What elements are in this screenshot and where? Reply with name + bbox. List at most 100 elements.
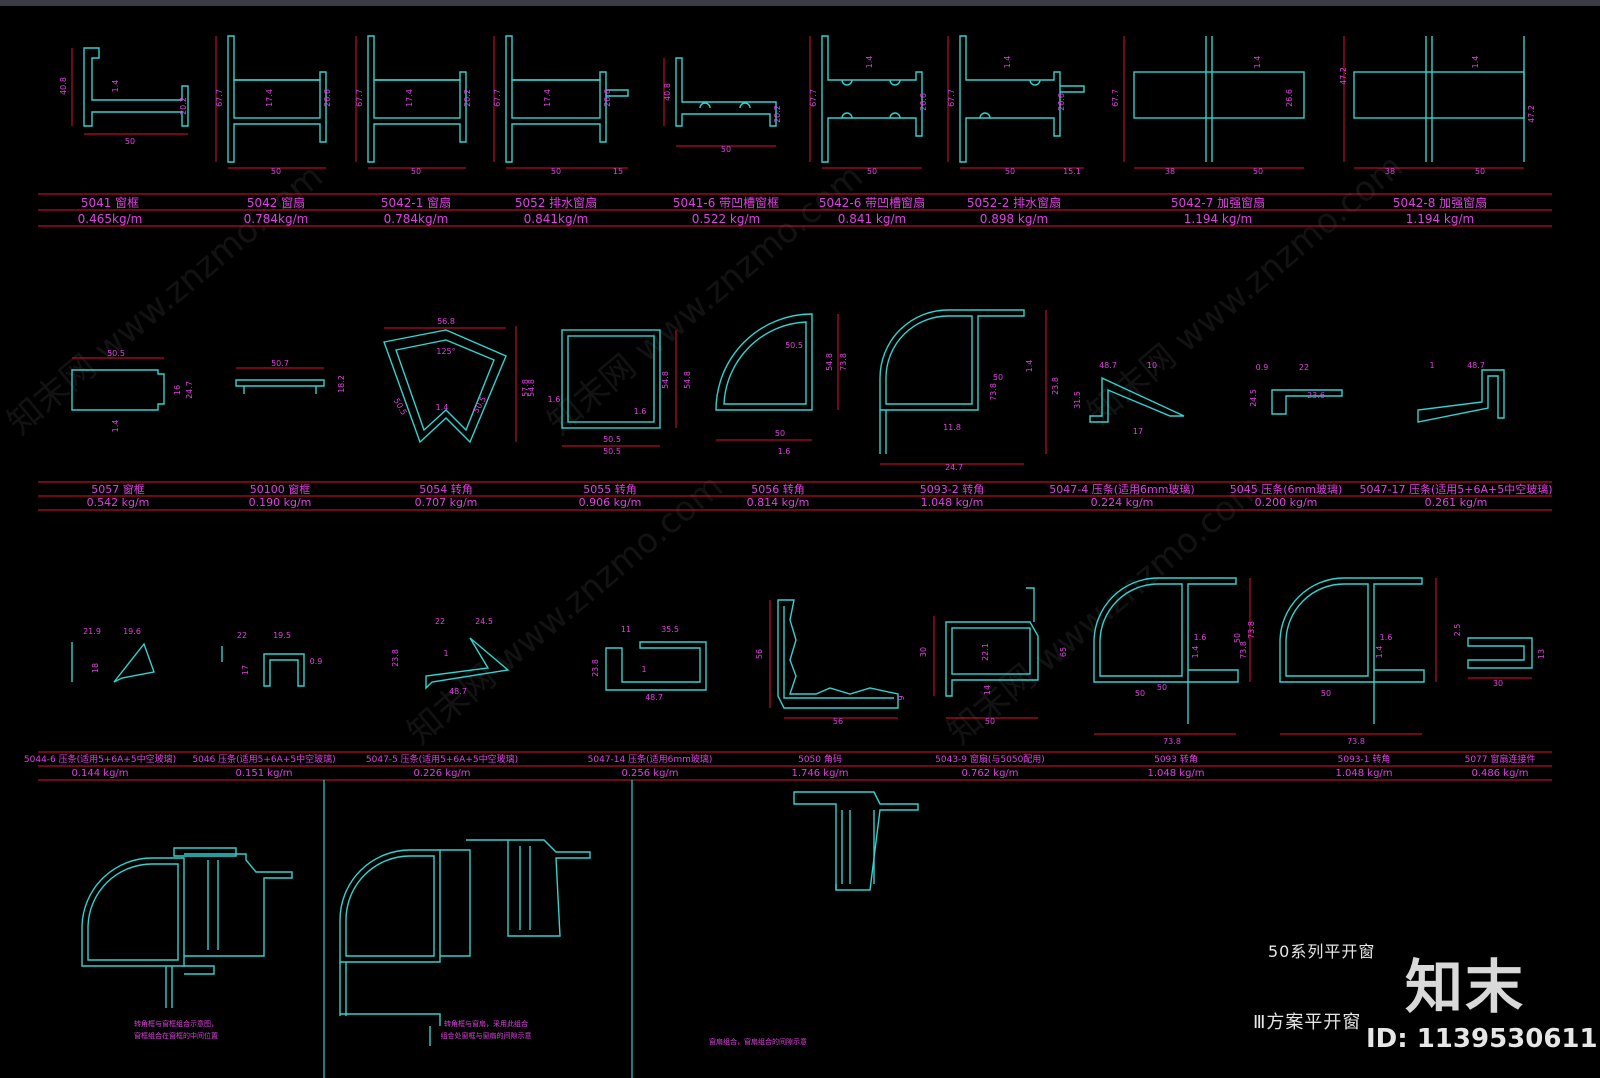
profile-code-label: 5054 转角 (419, 482, 473, 496)
assembly-note-line: 组合处窗框与窗扇的间隙示意 (441, 1031, 532, 1040)
dimension-label: 67.7 (947, 89, 956, 107)
dimension-label: 17.4 (543, 89, 552, 107)
dimension-label: 22 (1299, 363, 1309, 372)
profile-5045 (1271, 389, 1343, 415)
dimension-label: 48.7 (1467, 361, 1485, 370)
dimension-label: 73.8 (1247, 621, 1256, 639)
dimension-label: 35.5 (661, 625, 679, 634)
profile-code-label: 5044-6 压条(适用5+6A+5中空玻璃) (24, 753, 176, 765)
dimension-label: 50.7 (271, 359, 289, 368)
profile-weight-label: 0.261 kg/m (1425, 496, 1488, 509)
assembly-detail-3 (793, 791, 919, 891)
dimension-label: 26.6 (603, 89, 612, 107)
profile-code-label: 5042-8 加强窗扇 (1393, 195, 1487, 210)
watermark-text-5: 知末网 www.znzmo.com (940, 466, 1271, 752)
profile-5042-7 (1123, 36, 1305, 169)
dimension-label: 17.4 (265, 89, 274, 107)
dimension-label: 50 (1475, 167, 1485, 176)
dimension-label: 18 (91, 663, 100, 673)
watermark-text-3: 知末网 www.znzmo.com (1080, 146, 1411, 432)
profile-code-label: 5042-7 加强窗扇 (1171, 195, 1265, 210)
dimension-label: 20.2 (463, 89, 472, 107)
dimension-label: 24.7 (945, 463, 963, 472)
dimension-label: 19.6 (123, 627, 141, 636)
profile-weight-label: 0.762 kg/m (961, 768, 1018, 779)
dimension-label: 50 (867, 167, 877, 176)
dimension-label: 22 (435, 617, 445, 626)
dimension-label: 50 (551, 167, 561, 176)
dimension-label: 54.8 (661, 371, 670, 389)
dimension-label: 23.8 (591, 659, 600, 677)
image-id-label: ID: 1139530611 (1366, 1024, 1598, 1054)
profile-code-label: 5047-5 压条(适用5+6A+5中空玻璃) (366, 753, 518, 765)
dimension-label: 56.8 (437, 317, 455, 326)
profile-weight-label: 0.542 kg/m (87, 496, 150, 509)
profile-5056 (715, 313, 839, 441)
profile-weight-label: 0.784kg/m (244, 212, 309, 226)
dimension-label: 1 (641, 665, 646, 674)
profile-code-label: 5050 角码 (798, 753, 842, 765)
assembly-note-line: 窗框组合在窗框的中间位置 (134, 1031, 218, 1040)
dimension-label: 0.9 (310, 657, 323, 666)
dimension-label: 22.1 (981, 643, 990, 661)
dimension-label: 1.4 (1025, 360, 1034, 373)
watermark-text-4: 知末网 www.znzmo.com (400, 466, 731, 752)
dimension-label: 26.6 (919, 93, 928, 111)
dimension-label: 73.8 (1347, 737, 1365, 746)
dimension-label: 50 (1157, 683, 1167, 692)
dimension-label: 1.6 (778, 447, 791, 456)
dimension-label: 50 (125, 137, 135, 146)
dimension-label: 73.8 (989, 383, 998, 401)
profile-5042 (215, 35, 327, 169)
dimension-label: 17.4 (405, 89, 414, 107)
dimension-label: 1.4 (111, 80, 120, 93)
profile-weight-label: 0.707 kg/m (415, 496, 478, 509)
dimension-label: 0.9 (1256, 363, 1269, 372)
dimension-label: 1.4 (865, 56, 874, 69)
dimension-label: 67.7 (355, 89, 364, 107)
dimension-label: 23.8 (391, 649, 400, 667)
dimension-label: 1 (443, 649, 448, 658)
profile-code-label: 5055 转角 (583, 482, 637, 496)
profile-code-label: 5045 压条(6mm玻璃) (1230, 482, 1343, 496)
profile-weight-label: 1.048 kg/m (1147, 768, 1204, 779)
dimension-label: 14 (983, 685, 992, 695)
profile-code-label: 5042 窗扇 (247, 195, 305, 210)
profile-code-label: 5042-6 带凹槽窗扇 (819, 195, 925, 210)
dimension-label: 22 (237, 631, 247, 640)
profile-5047-14 (605, 641, 707, 691)
dimension-label: 16 (173, 385, 182, 395)
profile-code-label: 5046 压条(适用5+6A+5中空玻璃) (192, 753, 335, 765)
row1-profiles (71, 35, 1525, 169)
dimension-label: 23.6 (1307, 391, 1325, 400)
profile-weight-label: 0.841kg/m (524, 212, 589, 226)
row3-profiles (71, 577, 1533, 735)
dimension-label: 2.5 (1453, 624, 1462, 637)
dimension-label: 13 (1537, 649, 1546, 659)
dimension-label: 67.7 (215, 89, 224, 107)
row2-profiles (71, 309, 1505, 465)
dimension-label: 50 (993, 373, 1003, 382)
dimension-label: 56 (755, 649, 764, 659)
profile-5041-6 (663, 57, 777, 147)
dimension-label: 47.2 (1339, 67, 1348, 85)
profile-weight-label: 1.194 kg/m (1406, 212, 1474, 226)
dimension-label: 9 (897, 695, 906, 700)
dimension-label: 48.7 (1099, 361, 1117, 370)
dimension-label: 24.7 (185, 381, 194, 399)
dimension-label: 50 (1135, 689, 1145, 698)
dimension-label: 1.4 (1003, 56, 1012, 69)
profile-weight-label: 1.048 kg/m (1335, 768, 1392, 779)
profile-weight-label: 0.256 kg/m (621, 768, 678, 779)
dimension-label: 1.6 (634, 407, 647, 416)
series-title: 50系列平开窗 (1268, 942, 1376, 961)
dimension-label: 50 (1253, 167, 1263, 176)
assembly-detail-1 (81, 847, 293, 1008)
dimension-label: 17 (1133, 427, 1143, 436)
dimension-label: 54.8 (527, 379, 536, 397)
dimension-label: 26.6 (323, 89, 332, 107)
dimension-label: 73.8 (1163, 737, 1181, 746)
